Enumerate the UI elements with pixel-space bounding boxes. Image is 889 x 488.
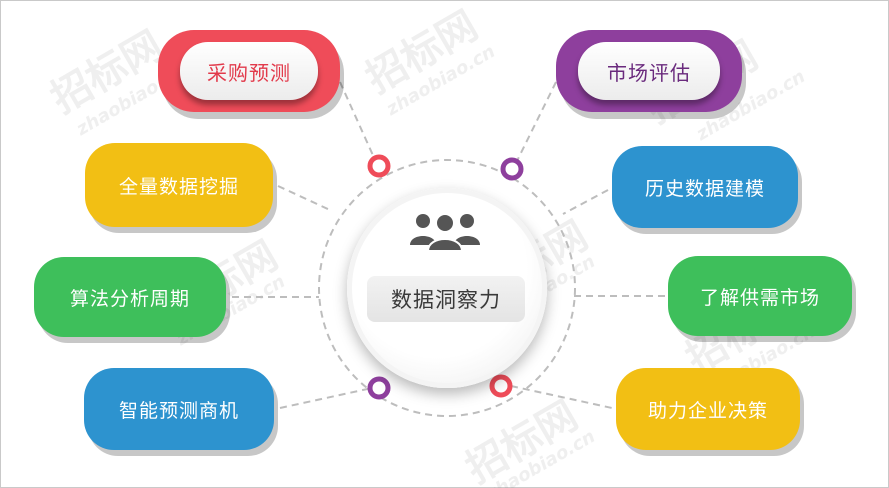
node-supply-demand-market: 了解供需市场 [668, 256, 852, 336]
connector-right-1 [514, 81, 557, 166]
purple-ring-node-icon [500, 157, 524, 181]
node-label: 智能预测商机 [118, 399, 239, 422]
connector-right-2 [562, 189, 609, 215]
node-label: 了解供需市场 [699, 286, 820, 309]
node-smart-opportunity-forecast: 智能预测商机 [84, 368, 274, 450]
node-procurement-forecast: 采购预测 [158, 30, 340, 112]
connector-left-4 [279, 387, 373, 409]
purple-ring-node-icon [367, 376, 391, 400]
node-label: 助力企业决策 [647, 399, 768, 422]
node-algorithm-analysis-cycle: 算法分析周期 [34, 257, 226, 337]
connector-right-4 [510, 385, 613, 409]
connector-left-1 [339, 81, 377, 163]
node-label: 历史数据建模 [644, 177, 765, 200]
red-ring-node-icon [489, 374, 513, 398]
node-full-data-mining: 全量数据挖掘 [85, 143, 273, 227]
center-label: 数据洞察力 [367, 276, 525, 322]
node-historical-data-modeling: 历史数据建模 [612, 146, 798, 228]
node-label: 采购预测 [180, 42, 318, 100]
node-label: 市场评估 [578, 42, 720, 100]
node-business-decision-support: 助力企业决策 [616, 368, 800, 450]
connector-left-2 [277, 185, 331, 211]
orbit-ring [318, 159, 576, 417]
people-group-icon [410, 213, 480, 251]
node-label: 算法分析周期 [69, 287, 190, 310]
red-ring-node-icon [367, 154, 391, 178]
node-label: 全量数据挖掘 [118, 175, 239, 198]
node-market-assessment: 市场评估 [556, 30, 742, 112]
